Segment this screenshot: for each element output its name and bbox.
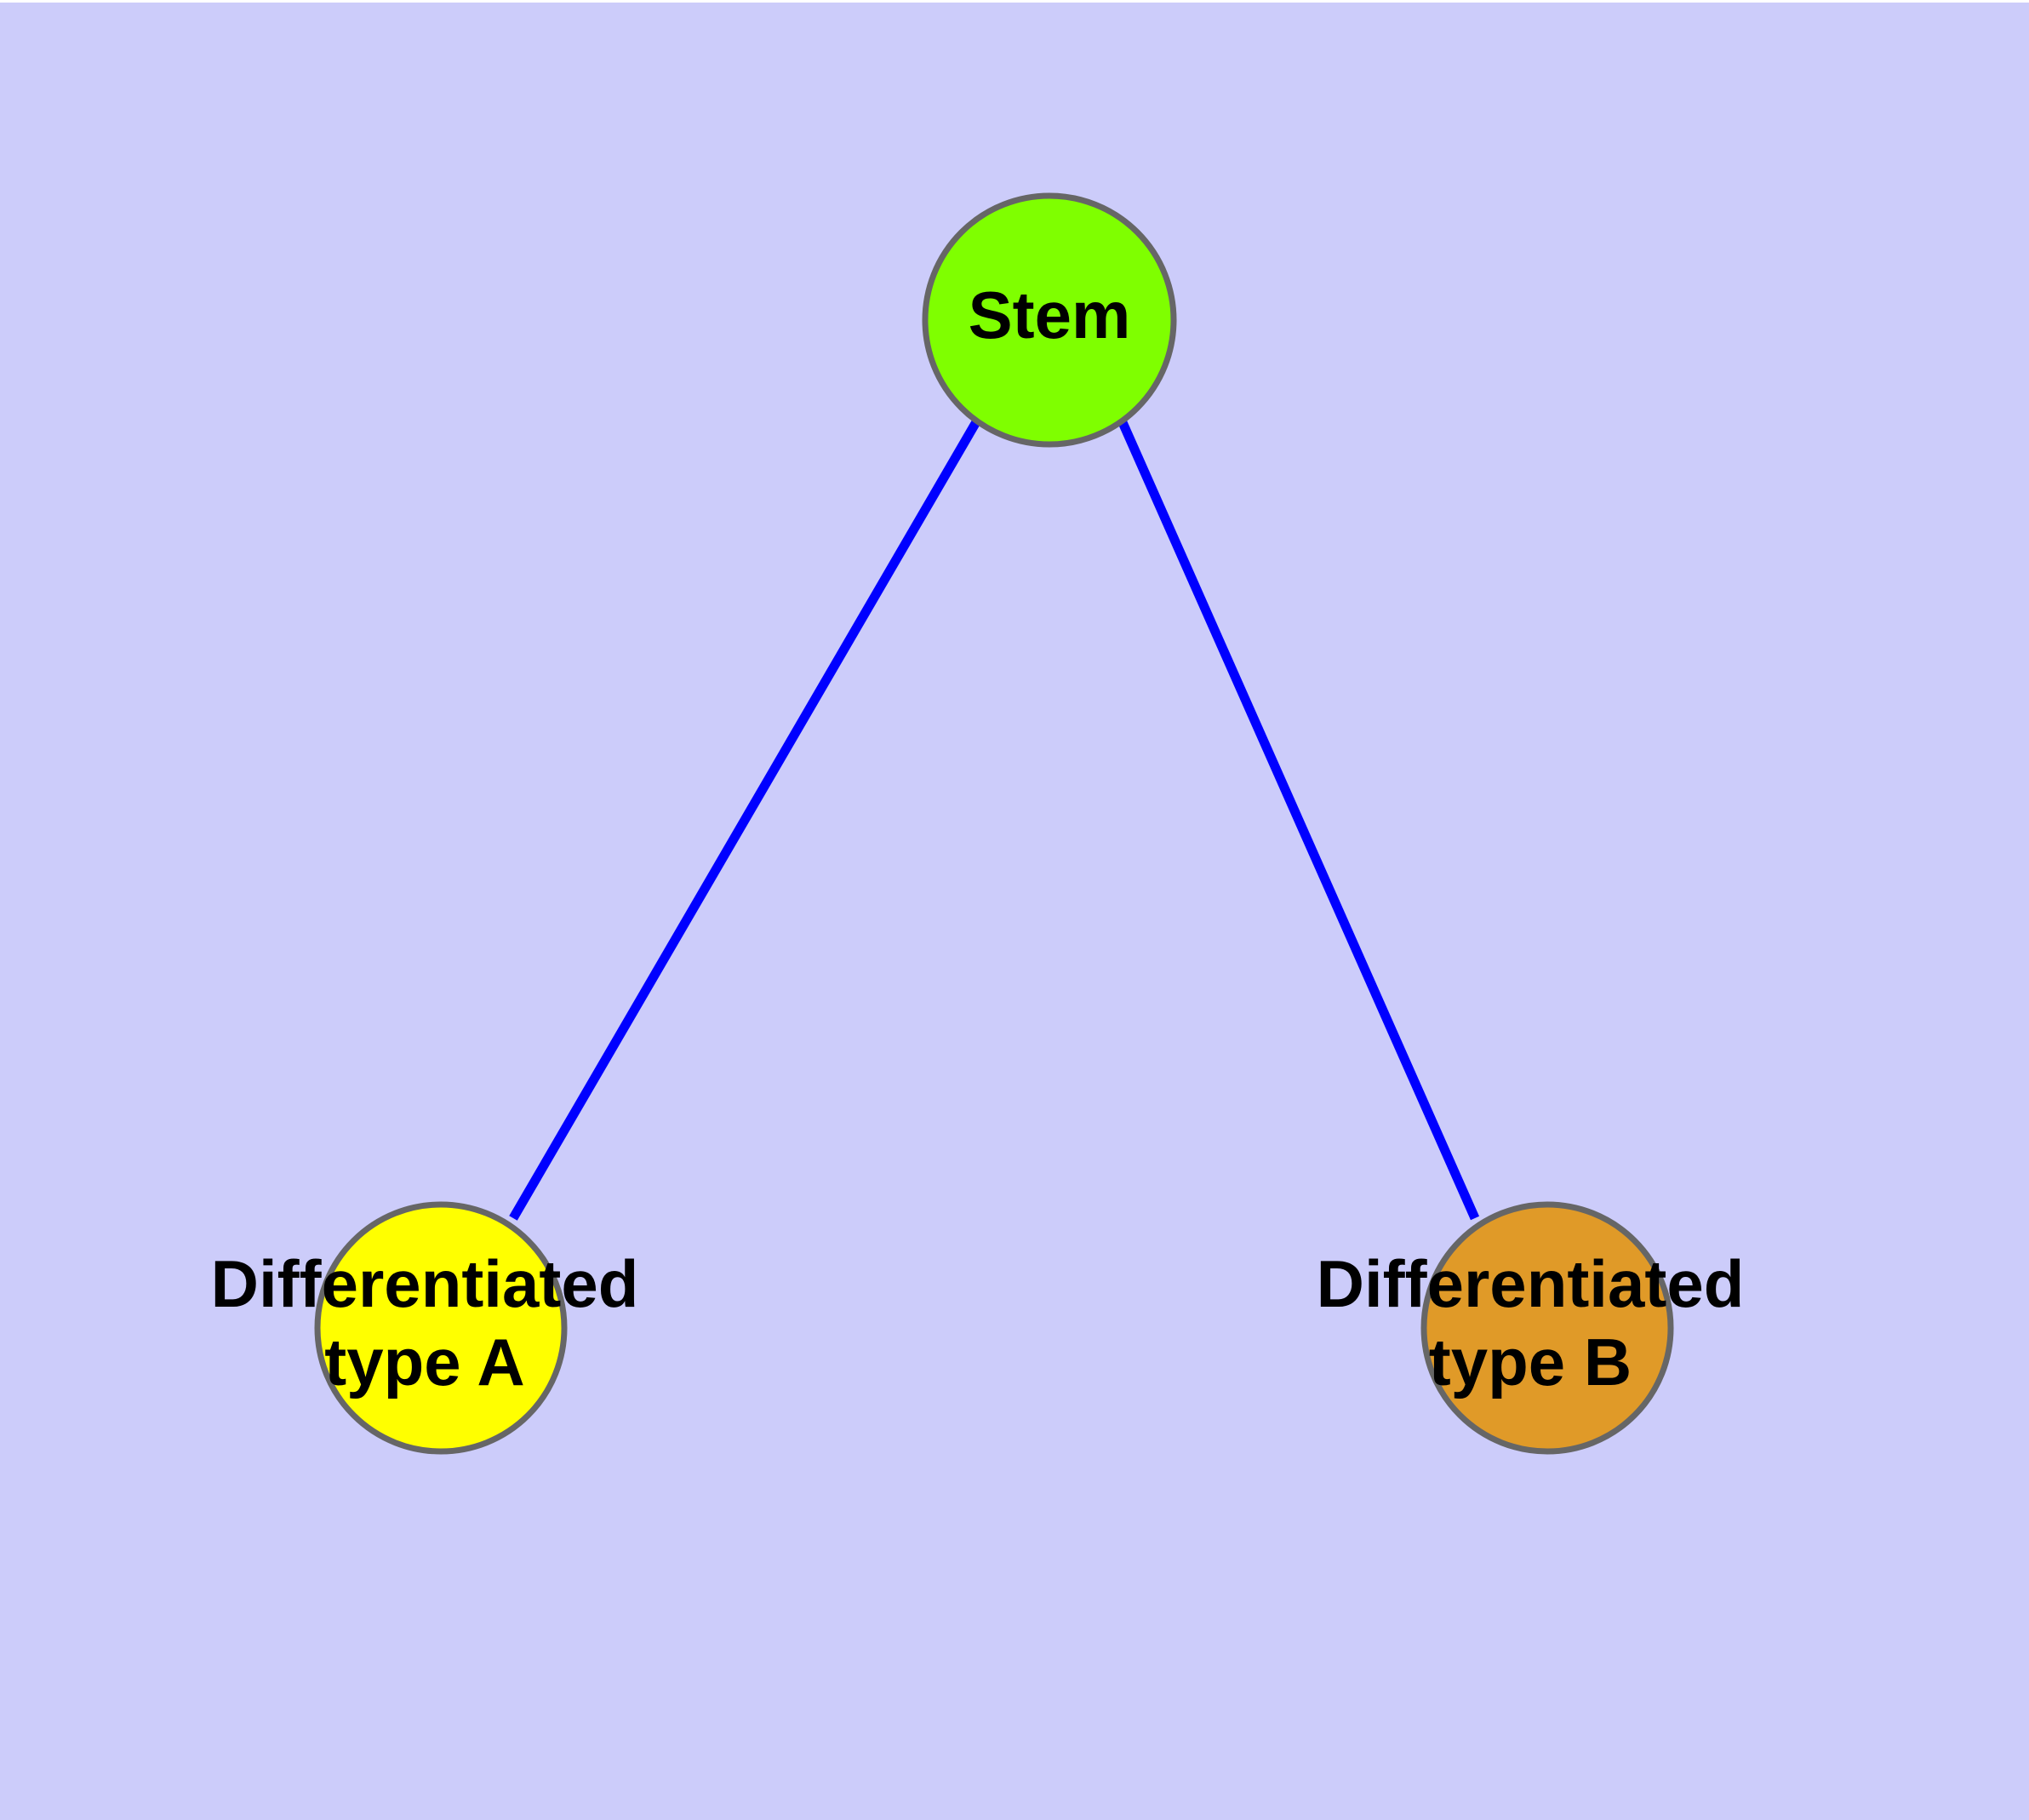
node-differentiated-type-b[interactable] xyxy=(1420,1201,1674,1455)
edge-stem-to-diff-b[interactable] xyxy=(1117,418,1480,1221)
node-stem[interactable] xyxy=(922,192,1177,448)
node-label-line: Differentiated xyxy=(1317,1246,1745,1321)
node-label-line: type B xyxy=(1429,1325,1632,1399)
node-label-stem: Stem xyxy=(969,278,1131,352)
nodes-group xyxy=(314,192,1674,1455)
edge-stem-to-diff-a[interactable] xyxy=(509,418,981,1221)
edges-group xyxy=(509,418,1480,1221)
node-label-line: Stem xyxy=(969,278,1131,352)
node-label-line: type A xyxy=(324,1325,525,1399)
node-differentiated-type-a[interactable] xyxy=(314,1201,568,1455)
node-label-line: Differentiated xyxy=(211,1246,639,1321)
